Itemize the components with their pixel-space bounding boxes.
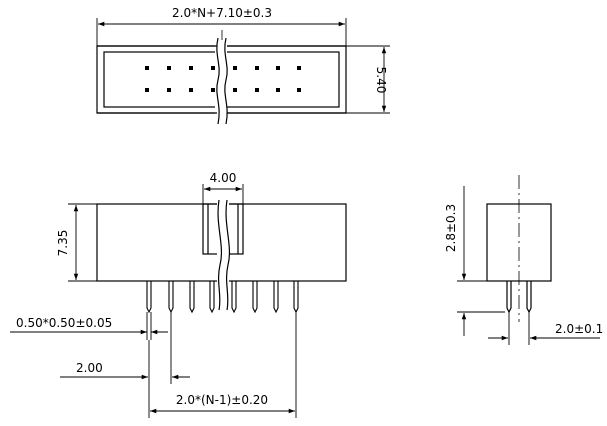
pin-top-8 [297,66,301,70]
dim-pin-size [10,312,168,340]
front-pin-2 [168,281,174,314]
front-view-break-gap [217,200,229,310]
dim-body-height [68,203,97,282]
pin-bottom-2 [167,88,171,92]
label-pin-size: 0.50*0.50±0.05 [16,316,112,330]
pin-top-6 [255,66,259,70]
front-pin-3 [189,281,195,314]
front-pin-1 [146,281,152,314]
pin-bottom-7 [276,88,280,92]
pin-bottom-8 [297,88,301,92]
pin-bottom-6 [255,88,259,92]
top-view [96,30,347,125]
dim-top-width [346,45,390,114]
front-view-break-line-left [217,199,223,311]
top-view-break-line-right [224,37,228,125]
side-pin-2 [526,281,532,314]
front-pin-4 [209,281,215,314]
top-view-pins [145,66,301,92]
label-total-pitch: 2.0*(N-1)±0.20 [176,393,268,407]
pin-top-5 [233,66,237,70]
front-view [96,199,347,311]
front-pin-5 [231,281,237,314]
pin-top-1 [145,66,149,70]
label-overall-length: 2.0*N+7.10±0.3 [172,6,272,20]
pin-bottom-4 [211,88,215,92]
dim-total-pitch [148,312,297,418]
pin-bottom-3 [189,88,193,92]
dim-side-pin-spacing [488,312,600,345]
front-pin-8 [293,281,299,314]
dim-overall-length [96,18,347,46]
side-pin-1 [506,281,512,314]
pin-top-7 [276,66,280,70]
front-pin-6 [252,281,258,314]
dim-pin-pitch [60,312,190,384]
dim-side-height [457,186,505,336]
label-side-pin-spacing: 2.0±0.1 [555,322,603,336]
pin-top-3 [189,66,193,70]
label-pin-pitch: 2.00 [76,361,103,375]
dim-key-width [202,184,244,204]
pin-bottom-5 [233,88,237,92]
pin-bottom-1 [145,88,149,92]
label-top-width: 5.40 [374,67,388,94]
front-pin-7 [273,281,279,314]
front-view-break-line-right [225,199,231,311]
label-side-height: 2.8±0.3 [444,204,458,252]
label-body-height: 7.35 [56,230,70,257]
top-view-break-line-left [216,37,220,125]
pin-top-4 [211,66,215,70]
pin-top-2 [167,66,171,70]
label-key-width: 4.00 [210,171,237,185]
